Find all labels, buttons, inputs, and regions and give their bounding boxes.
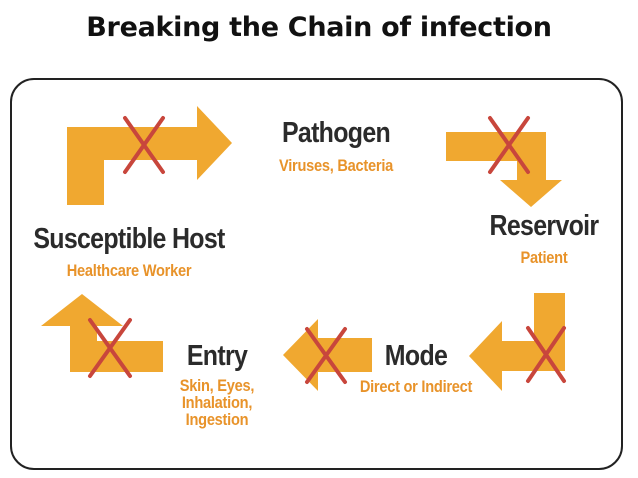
node-reservoir-title: Reservoir bbox=[489, 210, 600, 242]
node-entry: Entry Skin, Eyes, Inhalation, Ingestion bbox=[157, 340, 277, 428]
node-reservoir: Reservoir Patient bbox=[464, 210, 624, 268]
cross-icon bbox=[88, 318, 132, 378]
node-host-subtitle: Healthcare Worker bbox=[66, 261, 192, 280]
node-host: Susceptible Host Healthcare Worker bbox=[14, 223, 244, 281]
cross-icon bbox=[488, 116, 530, 174]
node-pathogen-title: Pathogen bbox=[281, 117, 391, 149]
cross-icon bbox=[123, 116, 165, 174]
arrow-entry-to-host-icon bbox=[41, 294, 163, 372]
arrow-pathogen-to-reservoir-icon bbox=[446, 132, 562, 207]
node-mode-subtitle: Direct or Indirect bbox=[359, 377, 473, 396]
node-host-title: Susceptible Host bbox=[33, 223, 225, 255]
node-entry-title: Entry bbox=[186, 340, 248, 372]
diagram-frame bbox=[10, 78, 623, 470]
node-pathogen: Pathogen Viruses, Bacteria bbox=[246, 117, 426, 176]
node-entry-subtitle: Skin, Eyes, Inhalation, Ingestion bbox=[165, 377, 268, 428]
node-entry-subtitle-line: Skin, Eyes, bbox=[179, 376, 255, 395]
cross-icon bbox=[305, 327, 347, 384]
node-reservoir-subtitle: Patient bbox=[520, 248, 568, 267]
node-mode: Mode Direct or Indirect bbox=[336, 340, 496, 397]
arrow-reservoir-to-mode-icon bbox=[469, 293, 565, 391]
node-entry-subtitle-line: Inhalation, bbox=[181, 393, 253, 412]
node-mode-title: Mode bbox=[384, 340, 448, 372]
cross-icon bbox=[526, 326, 566, 383]
page-title: Breaking the Chain of infection bbox=[86, 12, 552, 43]
node-entry-subtitle-line: Ingestion bbox=[185, 410, 249, 429]
node-pathogen-subtitle: Viruses, Bacteria bbox=[278, 156, 394, 175]
